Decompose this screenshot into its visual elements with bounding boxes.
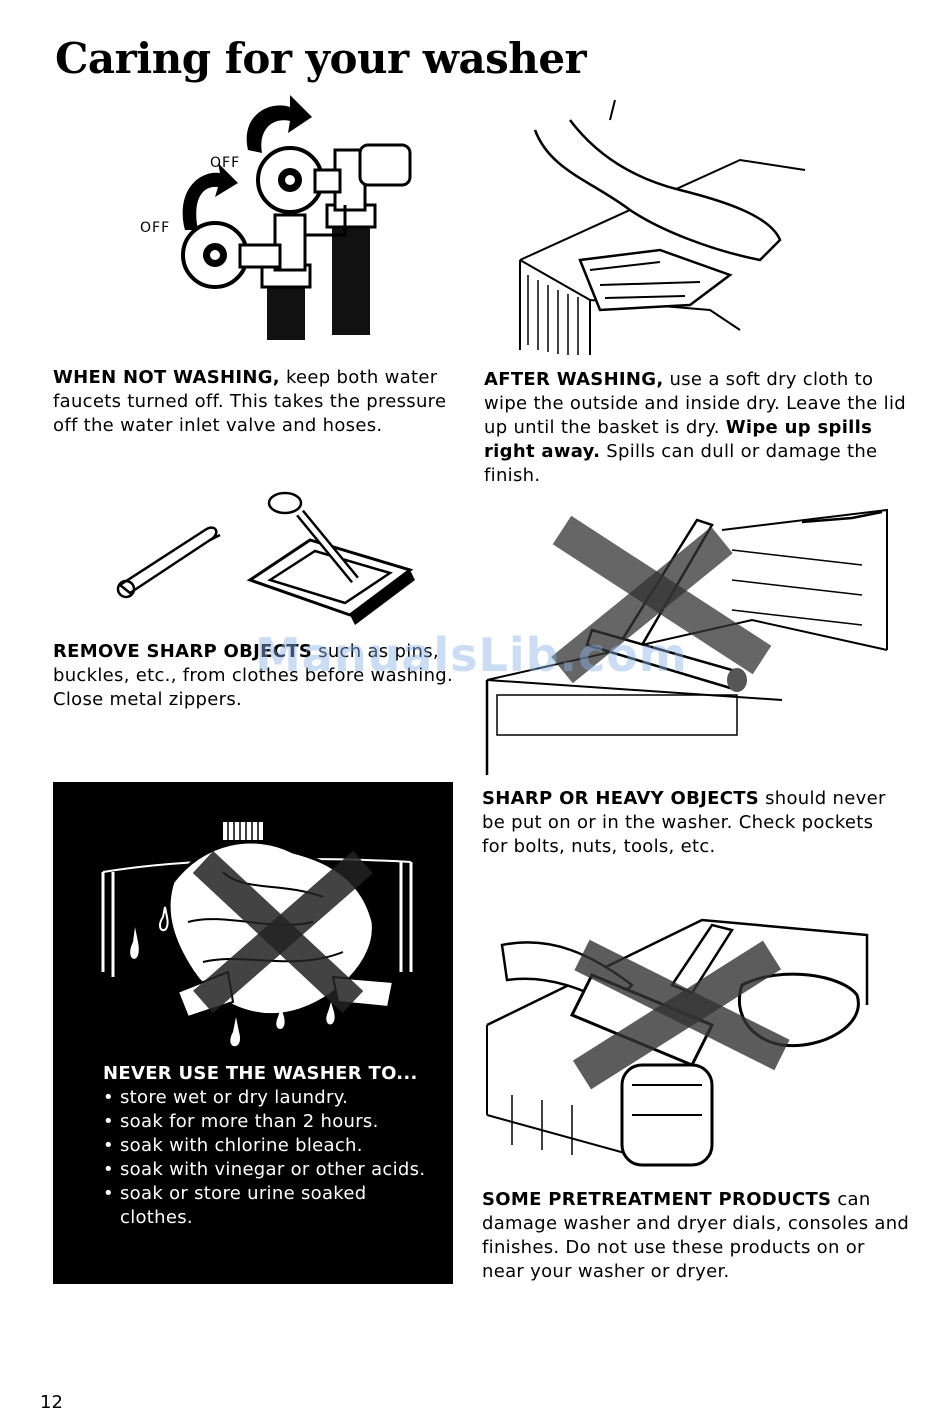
section-pretreatment: SOME PRETREATMENT PRODUCTS can damage wa… bbox=[482, 1188, 912, 1284]
section-sharp-objects: REMOVE SHARP OBJECTS such as pins, buckl… bbox=[53, 640, 473, 712]
section-body: can damage washer and dryer dials, conso… bbox=[482, 1189, 910, 1282]
section-body: keep both water faucets turned off. This… bbox=[53, 367, 447, 436]
never-use-list-block: NEVER USE THE WASHER TO... store wet or … bbox=[103, 1062, 443, 1230]
list-item: soak for more than 2 hours. bbox=[103, 1110, 443, 1134]
section-emphasis: Wipe up spills right away. bbox=[484, 417, 873, 462]
section-heading: WHEN NOT WASHING, bbox=[53, 367, 280, 388]
heavy-objects-illustration bbox=[482, 500, 892, 775]
never-use-list: store wet or dry laundry. soak for more … bbox=[103, 1086, 443, 1230]
section-body: such as pins, buckles, etc., from clothe… bbox=[53, 641, 454, 710]
wet-laundry-illustration bbox=[93, 802, 423, 1056]
section-not-washing: WHEN NOT WASHING, keep both water faucet… bbox=[53, 366, 473, 438]
list-item: soak with chlorine bleach. bbox=[103, 1134, 443, 1158]
section-heading: REMOVE SHARP OBJECTS bbox=[53, 641, 313, 662]
section-heading: SOME PRETREATMENT PRODUCTS bbox=[482, 1189, 832, 1210]
faucets-illustration: OFF OFF bbox=[130, 95, 430, 345]
section-body-continued: Spills can dull or damage the finish. bbox=[484, 441, 878, 486]
list-item: soak or store urine soaked clothes. bbox=[103, 1182, 443, 1230]
wiping-washer-illustration bbox=[510, 100, 810, 360]
section-after-washing: AFTER WASHING, use a soft dry cloth to w… bbox=[484, 368, 914, 488]
pin-buckle-illustration bbox=[110, 485, 430, 625]
section-heading: SHARP OR HEAVY OBJECTS bbox=[482, 788, 760, 809]
off-label-lower: OFF bbox=[140, 220, 171, 236]
section-body: use a soft dry cloth to wipe the outside… bbox=[484, 369, 906, 438]
page-number: 12 bbox=[40, 1392, 63, 1413]
watermark: ManualsLib.com bbox=[255, 628, 688, 682]
pretreatment-spray-illustration bbox=[482, 915, 882, 1180]
list-item: store wet or dry laundry. bbox=[103, 1086, 443, 1110]
section-body: should never be put on or in the washer.… bbox=[482, 788, 886, 857]
section-heavy-objects: SHARP OR HEAVY OBJECTS should never be p… bbox=[482, 787, 902, 859]
never-use-box: NEVER USE THE WASHER TO... store wet or … bbox=[53, 782, 453, 1284]
off-label-upper: OFF bbox=[210, 155, 241, 171]
page-title: Caring for your washer bbox=[55, 34, 587, 83]
section-heading: AFTER WASHING, bbox=[484, 369, 664, 390]
never-use-heading: NEVER USE THE WASHER TO... bbox=[103, 1063, 418, 1084]
list-item: soak with vinegar or other acids. bbox=[103, 1158, 443, 1182]
